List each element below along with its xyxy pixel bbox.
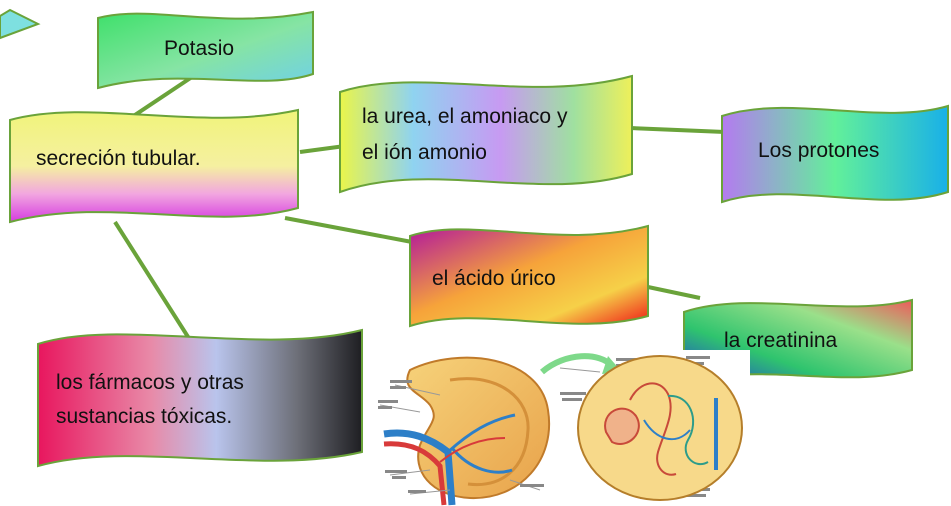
acido-box[interactable] [409,224,649,328]
creatinina-label: la creatinina [724,329,838,352]
connector-urea-protones [629,126,726,134]
connector-acido-creatinina [647,285,701,300]
secrecion-label: secreción tubular. [36,147,201,170]
kidney-nephron-illustration [370,350,750,506]
urea-label-line2: el ión amonio [362,141,487,164]
protones-box[interactable] [721,104,949,204]
protones-label: Los protones [758,139,880,162]
connector-secrecion-urea [299,144,346,154]
acido-label: el ácido úrico [432,267,556,290]
farmacos-box[interactable] [37,328,363,468]
connector-secrecion-farmacos [113,220,192,342]
secrecion-box[interactable] [9,108,299,224]
potasio-label: Potasio [164,37,235,60]
connector-secrecion-acido [284,216,413,244]
farmacos-label-line1: los fármacos y otras [56,371,244,394]
urea-label-line1: la urea, el amoniaco y [362,105,568,128]
connectors [113,73,726,342]
potasio-box[interactable] [97,10,314,90]
farmacos-label-line2: sustancias tóxicas. [56,405,233,428]
arrow-shape-partial [0,8,41,40]
urea-box[interactable] [339,74,633,194]
